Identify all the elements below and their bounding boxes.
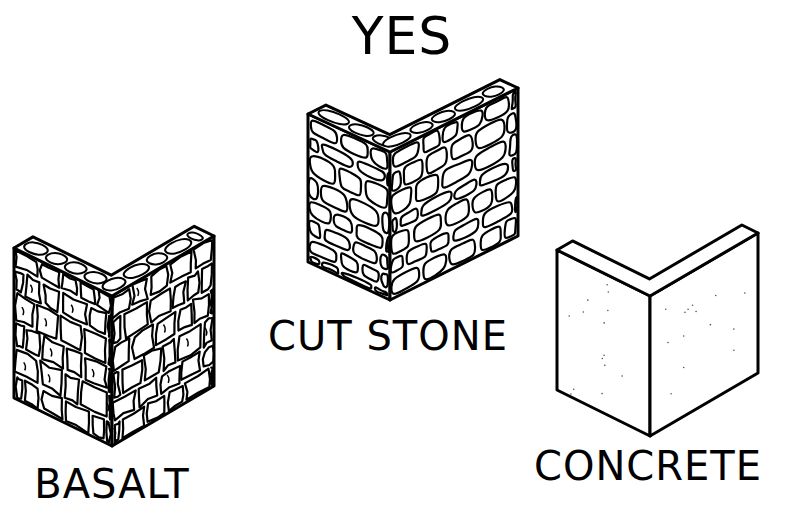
wall-label-holder: CONCRETE [534, 446, 762, 486]
title-holder: YES [352, 10, 453, 62]
wall-label: CONCRETE [534, 446, 762, 486]
wall-label: CUT STONE [268, 316, 508, 356]
title: YES [352, 10, 453, 62]
wall-label-holder: CUT STONE [268, 316, 508, 356]
cut-stone-wall [308, 80, 518, 300]
wall-label: BASALT [34, 464, 190, 504]
basalt-wall [14, 226, 214, 446]
concrete-wall [557, 225, 758, 436]
wall-label-holder: BASALT [34, 464, 190, 504]
